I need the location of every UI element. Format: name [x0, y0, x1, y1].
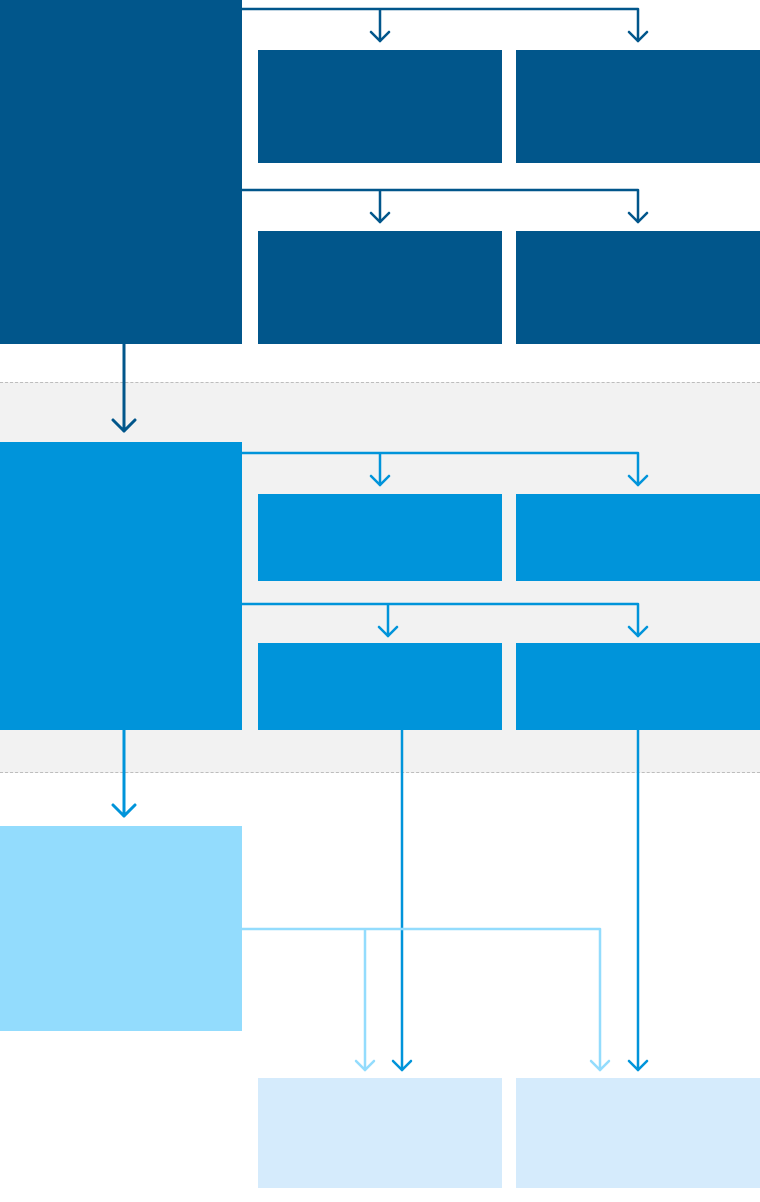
tier-2-child-box-2 — [516, 494, 760, 581]
tier-1-arrow-4 — [627, 211, 649, 224]
tier-1-connector-row-2 — [240, 188, 640, 224]
tier-2-to-bottom-arrow-2 — [627, 1059, 649, 1072]
tier-3-arrow-2 — [589, 1059, 611, 1072]
tier-1-child-box-1 — [258, 50, 502, 163]
tier-2-parent-box — [0, 442, 242, 730]
tier-2-arrow-2 — [627, 474, 649, 487]
tier-2-arrow-4 — [627, 625, 649, 638]
tier-1-arrow-1 — [369, 30, 391, 43]
tier-1-to-tier-2-arrow — [111, 418, 137, 433]
tier-2-arrow-1 — [369, 474, 391, 487]
bottom-box-2 — [516, 1078, 760, 1188]
tier-1-arrow-2 — [627, 30, 649, 43]
tier-2-child-box-1 — [258, 494, 502, 581]
tier-2-to-tier-3-arrow — [111, 803, 137, 818]
tier-3-arrow-1 — [354, 1059, 376, 1072]
tier-1-connector-row-1 — [240, 7, 640, 43]
tier-1-child-box-2 — [516, 50, 760, 163]
tier-1-parent-box — [0, 0, 242, 344]
tier-2-connector-row-2 — [240, 602, 640, 638]
tier-1-arrow-3 — [369, 211, 391, 224]
tier-2-child-box-4 — [516, 643, 760, 730]
tier-2-child-box-3 — [258, 643, 502, 730]
bottom-box-1 — [258, 1078, 502, 1188]
tier-1-child-box-4 — [516, 231, 760, 344]
tier-1-child-box-3 — [258, 231, 502, 344]
tier-2-arrow-3 — [377, 625, 399, 638]
tier-3-parent-box — [0, 826, 242, 1031]
tier-2-connector-row-1 — [240, 451, 640, 487]
tier-2-to-bottom-arrow-1 — [391, 1059, 413, 1072]
tier-3-connector — [240, 927, 602, 1072]
